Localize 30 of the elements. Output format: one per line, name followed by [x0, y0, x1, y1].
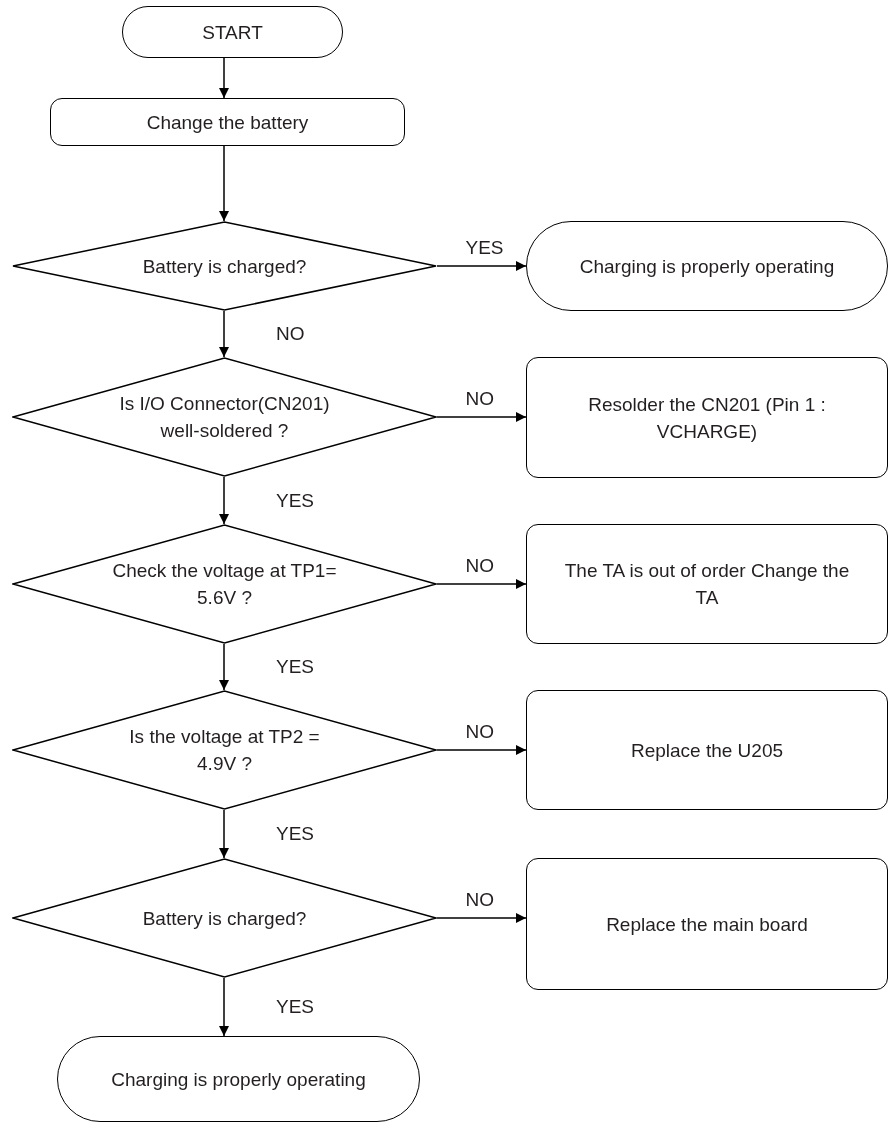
process-box — [526, 690, 888, 810]
process-box — [526, 858, 888, 990]
arrow — [219, 476, 229, 525]
arrow — [436, 913, 527, 923]
process-box — [526, 357, 888, 478]
arrow — [436, 261, 527, 271]
node-text: Is I/O Connector(CN201) well-soldered ? — [118, 392, 331, 443]
node-text: The TA is out of order Change the TA — [563, 559, 851, 610]
arrow — [219, 809, 229, 859]
arrow — [219, 643, 229, 691]
arrow — [436, 579, 527, 589]
arrow — [436, 745, 527, 755]
node-text: Replace the U205 — [630, 738, 784, 763]
node-text: Replace the main board — [606, 912, 808, 937]
arrow — [436, 412, 527, 422]
arrow — [219, 57, 229, 99]
node-text: Check the voltage at TP1= 5.6V ? — [111, 559, 338, 610]
node-text: Resolder the CN201 (Pin 1 : VCHARGE) — [587, 392, 827, 444]
node-text: Battery is charged? — [142, 254, 307, 279]
node-text: Charging is properly operating — [111, 1067, 366, 1092]
node-text: Charging is properly operating — [579, 254, 835, 279]
arrow — [219, 145, 229, 222]
process-box — [526, 524, 888, 644]
node-text: START — [202, 20, 263, 45]
node-text: Change the battery — [146, 110, 309, 135]
node-text: Is the voltage at TP2 = 4.9V ? — [128, 725, 321, 776]
arrow — [219, 977, 229, 1037]
process-box — [50, 98, 405, 146]
arrow — [219, 310, 229, 358]
node-text: Battery is charged? — [142, 906, 307, 931]
